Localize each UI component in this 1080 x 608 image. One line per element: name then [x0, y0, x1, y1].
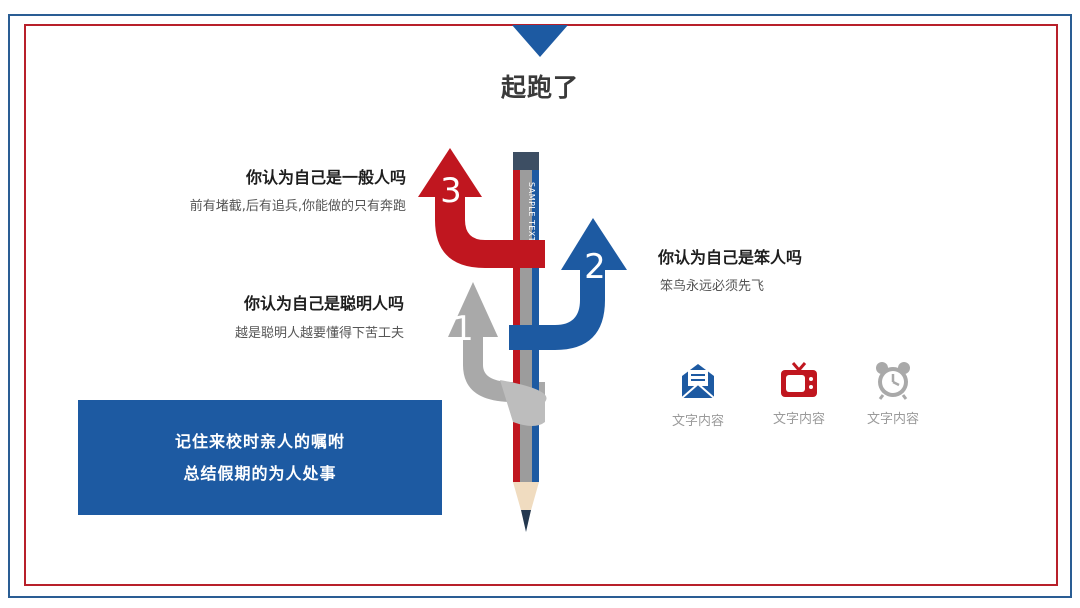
- step-2-heading: 你认为自己是笨人吗: [658, 248, 803, 267]
- mail-icon: [681, 364, 715, 399]
- tv-icon: [781, 362, 817, 397]
- icon-label-alarm-clock: 文字内容: [866, 412, 919, 427]
- pencil-arrows-diagram: 1 SAMPLE TEXT 3 2: [418, 148, 627, 532]
- outer-frame: [8, 14, 1072, 598]
- icon-label-mail: 文字内容: [671, 414, 724, 429]
- step-1-description: 越是聪明人越要懂得下苦工夫: [234, 326, 404, 341]
- icon-item-tv: 文字内容: [764, 360, 834, 427]
- top-triangle-marker: [512, 25, 568, 57]
- arrow-1-number: 1: [452, 309, 474, 349]
- arrow-3-number: 3: [440, 171, 462, 211]
- summary-line-2: 总结假期的为人处事: [183, 463, 337, 483]
- arrow-2: 2: [509, 218, 627, 350]
- icon-label-tv: 文字内容: [772, 412, 825, 427]
- icon-item-mail: 文字内容: [663, 362, 733, 429]
- arrow-3: 3: [418, 148, 545, 268]
- step-2-description: 笨鸟永远必须先飞: [660, 279, 765, 294]
- summary-box: 记住来校时亲人的嘱咐 总结假期的为人处事: [78, 400, 442, 515]
- step-3-description: 前有堵截,后有追兵,你能做的只有奔跑: [189, 199, 406, 214]
- icon-item-alarm-clock: 文字内容: [858, 360, 928, 427]
- pencil-label: SAMPLE TEXT: [527, 182, 536, 242]
- arrow-2-number: 2: [584, 247, 606, 287]
- step-3-heading: 你认为自己是一般人吗: [245, 168, 406, 187]
- alarm-clock-icon: [876, 362, 910, 400]
- page-title: 起跑了: [500, 73, 579, 102]
- ribbon-wrap: [500, 380, 547, 426]
- summary-line-1: 记住来校时亲人的嘱咐: [174, 431, 345, 451]
- step-1-heading: 你认为自己是聪明人吗: [243, 294, 404, 313]
